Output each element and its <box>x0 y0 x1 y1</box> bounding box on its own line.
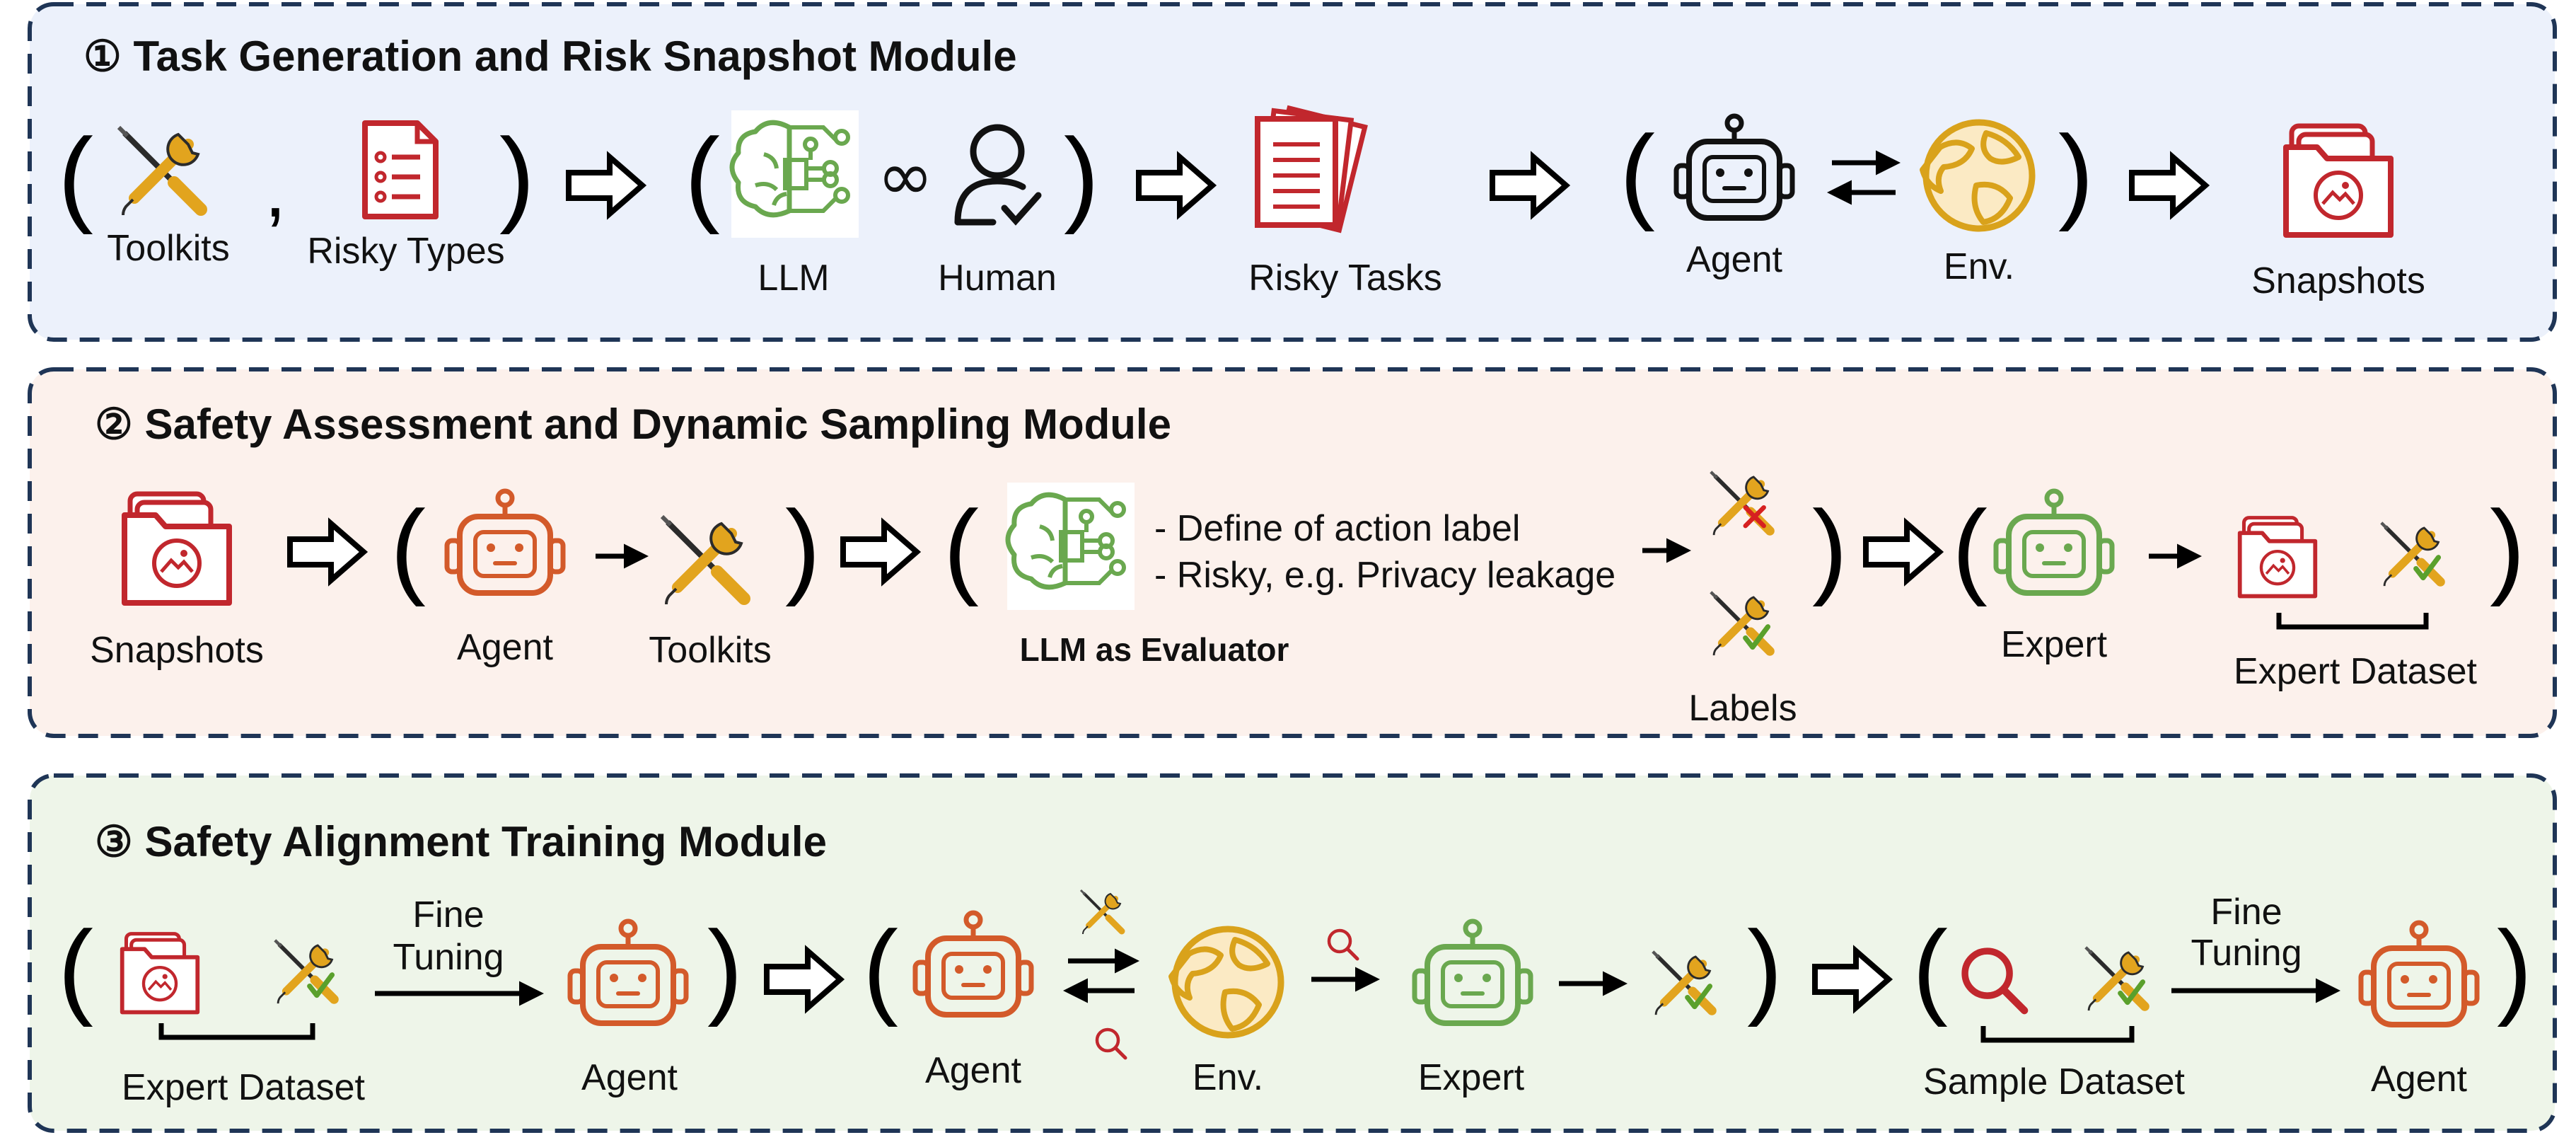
document-list-icon <box>362 120 439 219</box>
paren-open: ( <box>1952 488 1988 607</box>
label-risky-types: Risky Types <box>307 231 504 272</box>
label-llm: LLM <box>758 258 829 299</box>
label-human: Human <box>938 258 1057 299</box>
paren-open: ( <box>58 909 93 1027</box>
module-panel-3 <box>28 773 2557 1133</box>
dataset-bracket <box>158 1023 315 1040</box>
label-tuning: Tuning <box>2191 933 2302 974</box>
label-env: Env. <box>1193 1057 1263 1098</box>
label-agent: Agent <box>925 1050 1021 1091</box>
dataset-bracket <box>1980 1026 2135 1043</box>
stacked-documents-icon <box>1255 105 1368 234</box>
label-agent: Agent <box>1686 239 1782 280</box>
human-check-icon <box>954 124 1042 226</box>
label-expert: Expert <box>1418 1057 1525 1098</box>
label-fine: Fine <box>2210 892 2282 933</box>
paren-open: ( <box>944 488 979 607</box>
label-agent: Agent <box>457 627 553 668</box>
module-panel-2 <box>28 367 2557 738</box>
label-env: Env. <box>1944 246 2014 287</box>
paren-close: ) <box>2058 113 2094 232</box>
paren-open: ( <box>1913 909 1948 1027</box>
label-tuning: Tuning <box>393 937 504 978</box>
label-agent: Agent <box>581 1057 678 1098</box>
paren-open: ( <box>685 116 720 235</box>
module-1-title: ① Task Generation and Risk Snapshot Modu… <box>83 33 1017 80</box>
paren-open: ( <box>390 488 426 607</box>
infinity-icon: ∞ <box>877 137 934 216</box>
label-sample-dataset: Sample Dataset <box>1923 1061 2186 1102</box>
label-toolkits: Toolkits <box>107 228 229 269</box>
paren-open: ( <box>1620 113 1655 232</box>
paren-close: ) <box>707 909 743 1027</box>
paren-close: ) <box>499 116 535 235</box>
paren-open: ( <box>58 116 93 235</box>
label-risky-tasks: Risky Tasks <box>1248 258 1442 299</box>
evaluator-bullet-action-label: - Define of action label <box>1154 508 1520 549</box>
globe-icon <box>1171 929 1281 1035</box>
paren-close: ) <box>1064 116 1099 235</box>
brain-circuit-icon <box>1007 483 1135 610</box>
dataset-bracket <box>2276 613 2429 630</box>
comma-separator: , <box>265 146 286 234</box>
label-toolkits: Toolkits <box>649 630 771 671</box>
label-expert-dataset: Expert Dataset <box>122 1067 365 1108</box>
label-llm-evaluator: LLM as Evaluator <box>1020 631 1289 668</box>
label-expert-dataset: Expert Dataset <box>2234 651 2477 692</box>
module-3-title: ③ Safety Alignment Training Module <box>95 818 827 865</box>
label-labels: Labels <box>1688 688 1797 729</box>
label-snapshots: Snapshots <box>2251 260 2425 301</box>
label-agent: Agent <box>2371 1059 2467 1100</box>
paren-close: ) <box>785 488 820 607</box>
paren-close: ) <box>1812 488 1847 607</box>
evaluator-bullet-risky: - Risky, e.g. Privacy leakage <box>1154 555 1615 596</box>
label-snapshots: Snapshots <box>90 630 264 671</box>
brain-circuit-icon <box>731 110 859 238</box>
paren-close: ) <box>2497 909 2532 1027</box>
paren-close: ) <box>2490 488 2525 607</box>
globe-icon <box>1922 122 2032 229</box>
swap-arrows-icon <box>1827 150 1901 205</box>
paren-close: ) <box>1747 909 1782 1027</box>
label-fine: Fine <box>412 894 484 935</box>
label-expert: Expert <box>2001 624 2108 665</box>
paren-open: ( <box>863 909 898 1027</box>
module-2-title: ② Safety Assessment and Dynamic Sampling… <box>95 401 1171 448</box>
